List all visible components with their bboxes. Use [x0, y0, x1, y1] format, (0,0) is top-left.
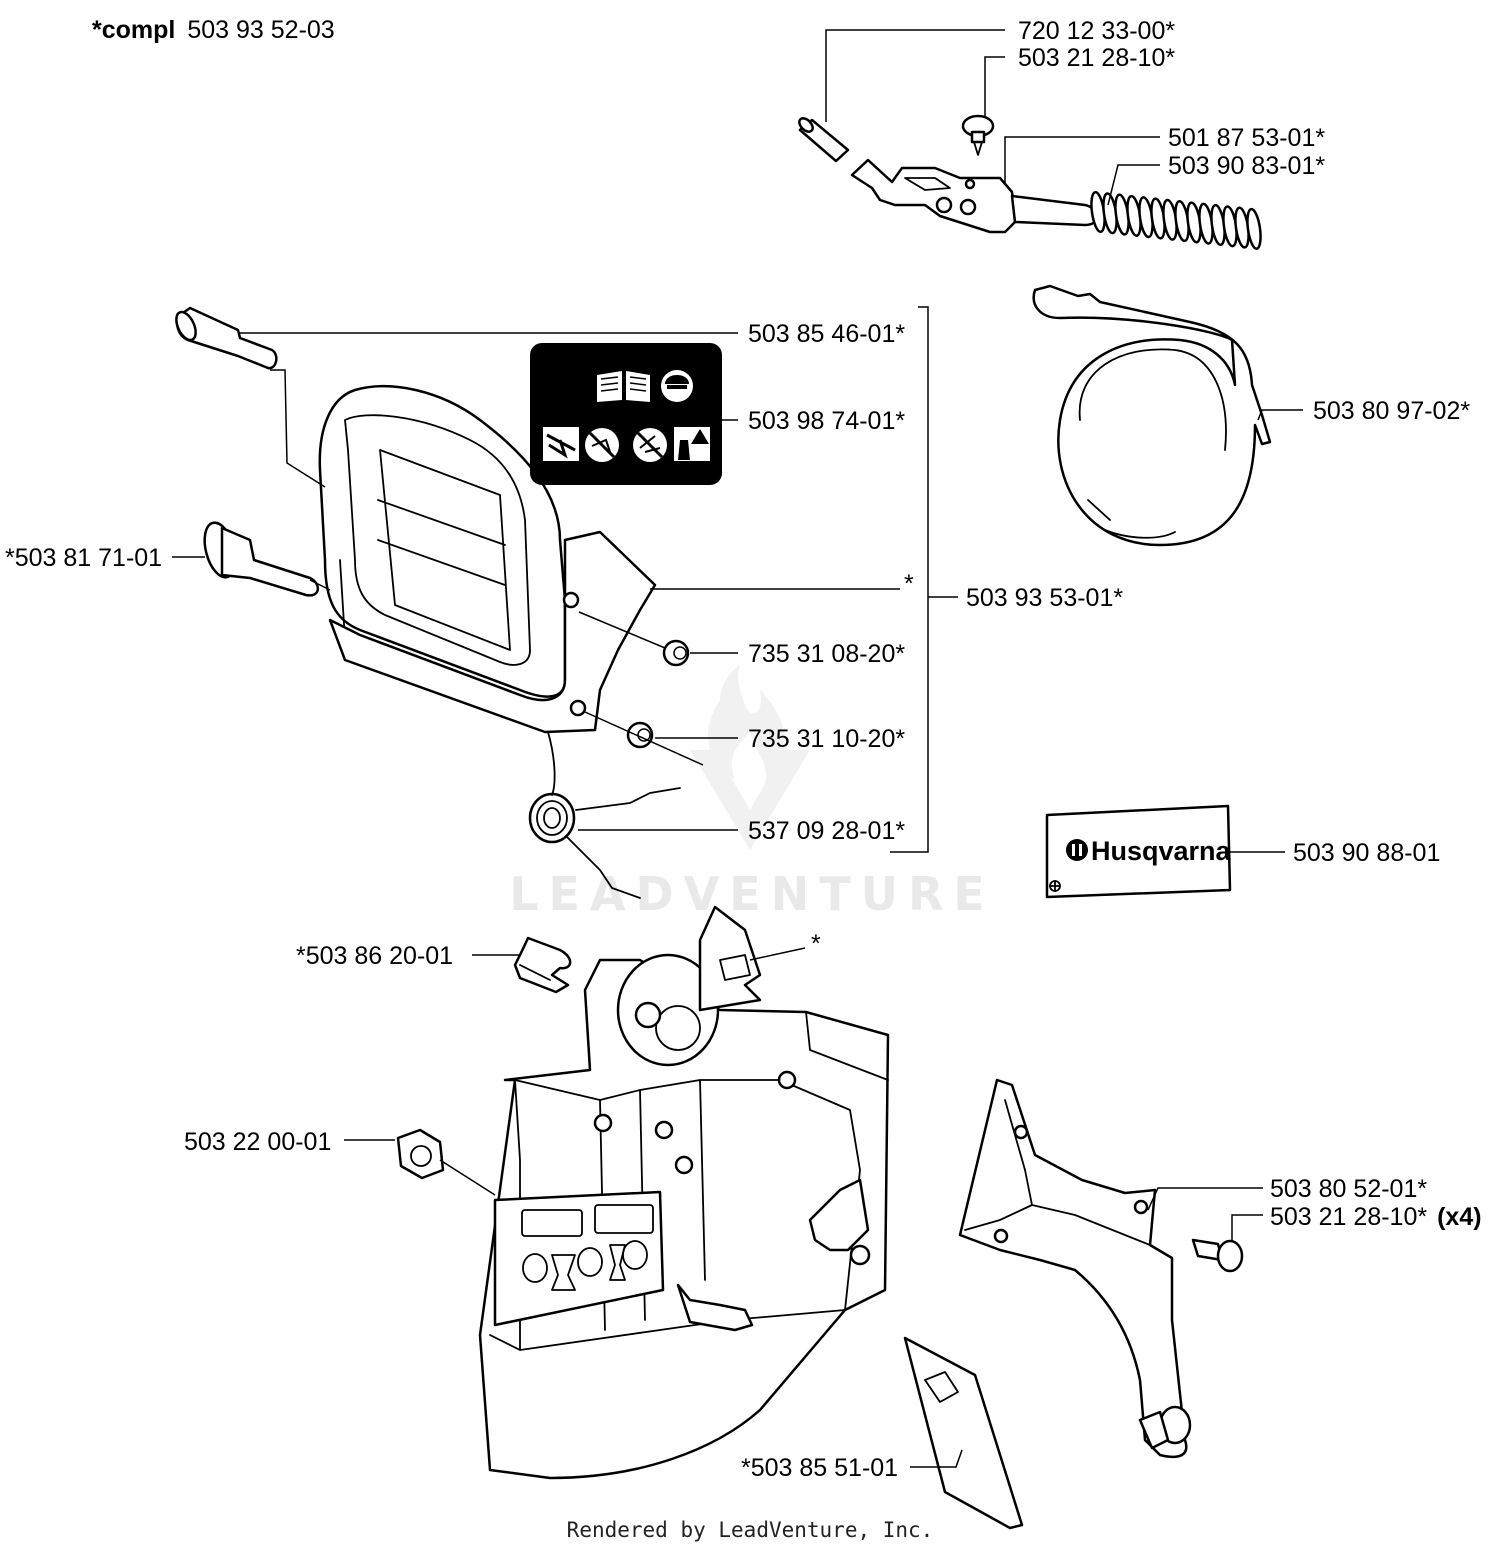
label-537-09-28-01: 537 09 28-01* [748, 817, 905, 845]
two-hand-icon [543, 427, 579, 461]
chain-guard-part [958, 1078, 1192, 1459]
watermark-text: LEADVENTURE [509, 867, 995, 921]
guide-bolt-part [175, 306, 278, 370]
husqvarna-logo-icon [1066, 839, 1088, 861]
label-503-21-28-10: 503 21 28-10* [1018, 44, 1175, 72]
label-503-81-71-01: *503 81 71-01 [5, 544, 162, 572]
cover-plate-part [903, 1336, 1024, 1530]
label-503-90-88-01: 503 90 88-01 [1293, 839, 1440, 867]
husqvarna-brand-text: Husqvarna [1091, 836, 1232, 866]
label-503-90-83-01: 503 90 83-01* [1168, 152, 1325, 180]
label-735-31-08-20: 735 31 08-20* [748, 640, 905, 668]
nut-part [396, 1128, 445, 1180]
circlip-part-1 [662, 639, 690, 667]
husqvarna-decal-part: Husqvarna [1045, 804, 1232, 899]
label-503-80-97-02: 503 80 97-02* [1313, 397, 1470, 425]
helmet-icon [661, 370, 693, 402]
front-handguard-part [175, 306, 690, 899]
brake-lever-assembly [798, 114, 1262, 250]
label-735-31-10-20: 735 31 10-20* [748, 725, 905, 753]
torsion-spring-part [528, 731, 681, 899]
label-503-93-53-01: 503 93 53-01* [966, 584, 1123, 612]
coil-turn [1246, 207, 1262, 250]
guard-screw-part [1191, 1238, 1244, 1273]
label-501-87-53-01: 501 87 53-01* [1168, 124, 1325, 152]
compl-header: *compl 503 93 52-03 [92, 16, 335, 44]
label-503-21-28-10-number: 503 21 28-10* [1270, 1203, 1427, 1231]
compl-prefix: *compl [92, 16, 175, 44]
label-503-85-46-01: 503 85 46-01* [748, 320, 905, 348]
shoulder-screw-part [203, 521, 319, 597]
no-one-hand-icon [585, 428, 619, 462]
lever-part [850, 158, 1099, 234]
watermark: LEADVENTURE [509, 665, 995, 921]
label-503-22-00-01: 503 22 00-01 [184, 1128, 331, 1156]
part-labels: 720 12 33-00* 503 21 28-10* 501 87 53-01… [5, 17, 1482, 1482]
label-asterisk-2: * [811, 930, 821, 958]
bushing-part [513, 936, 572, 994]
label-503-80-52-01: 503 80 52-01* [1270, 1175, 1427, 1203]
label-503-86-20-01: *503 86 20-01 [296, 942, 453, 970]
manual-book-icon [597, 371, 650, 402]
caution-icon [674, 427, 710, 461]
no-kickback-icon [633, 428, 667, 462]
decal-crosshair-icon [1049, 880, 1061, 892]
brake-band-part [1032, 284, 1272, 547]
label-503-85-51-01: *503 85 51-01 [741, 1454, 898, 1482]
footer-credit: Rendered by LeadVenture, Inc. [567, 1518, 934, 1542]
label-asterisk-1: * [904, 570, 914, 598]
pin-part [798, 117, 850, 163]
leader-lines [172, 29, 1303, 1468]
label-503-98-74-01: 503 98 74-01* [748, 407, 905, 435]
label-quantity: (x4) [1437, 1203, 1481, 1231]
compl-number: 503 93 52-03 [187, 16, 334, 44]
circlip-part-2 [626, 721, 654, 749]
clutch-cover-part [478, 905, 890, 1480]
label-720-12-33-00: 720 12 33-00* [1018, 17, 1175, 45]
warning-decal-part [530, 343, 722, 485]
label-503-21-28-10-x4: 503 21 28-10* (x4) [1270, 1203, 1482, 1231]
coil-spring-part [1090, 190, 1262, 250]
screw-part [961, 114, 995, 156]
